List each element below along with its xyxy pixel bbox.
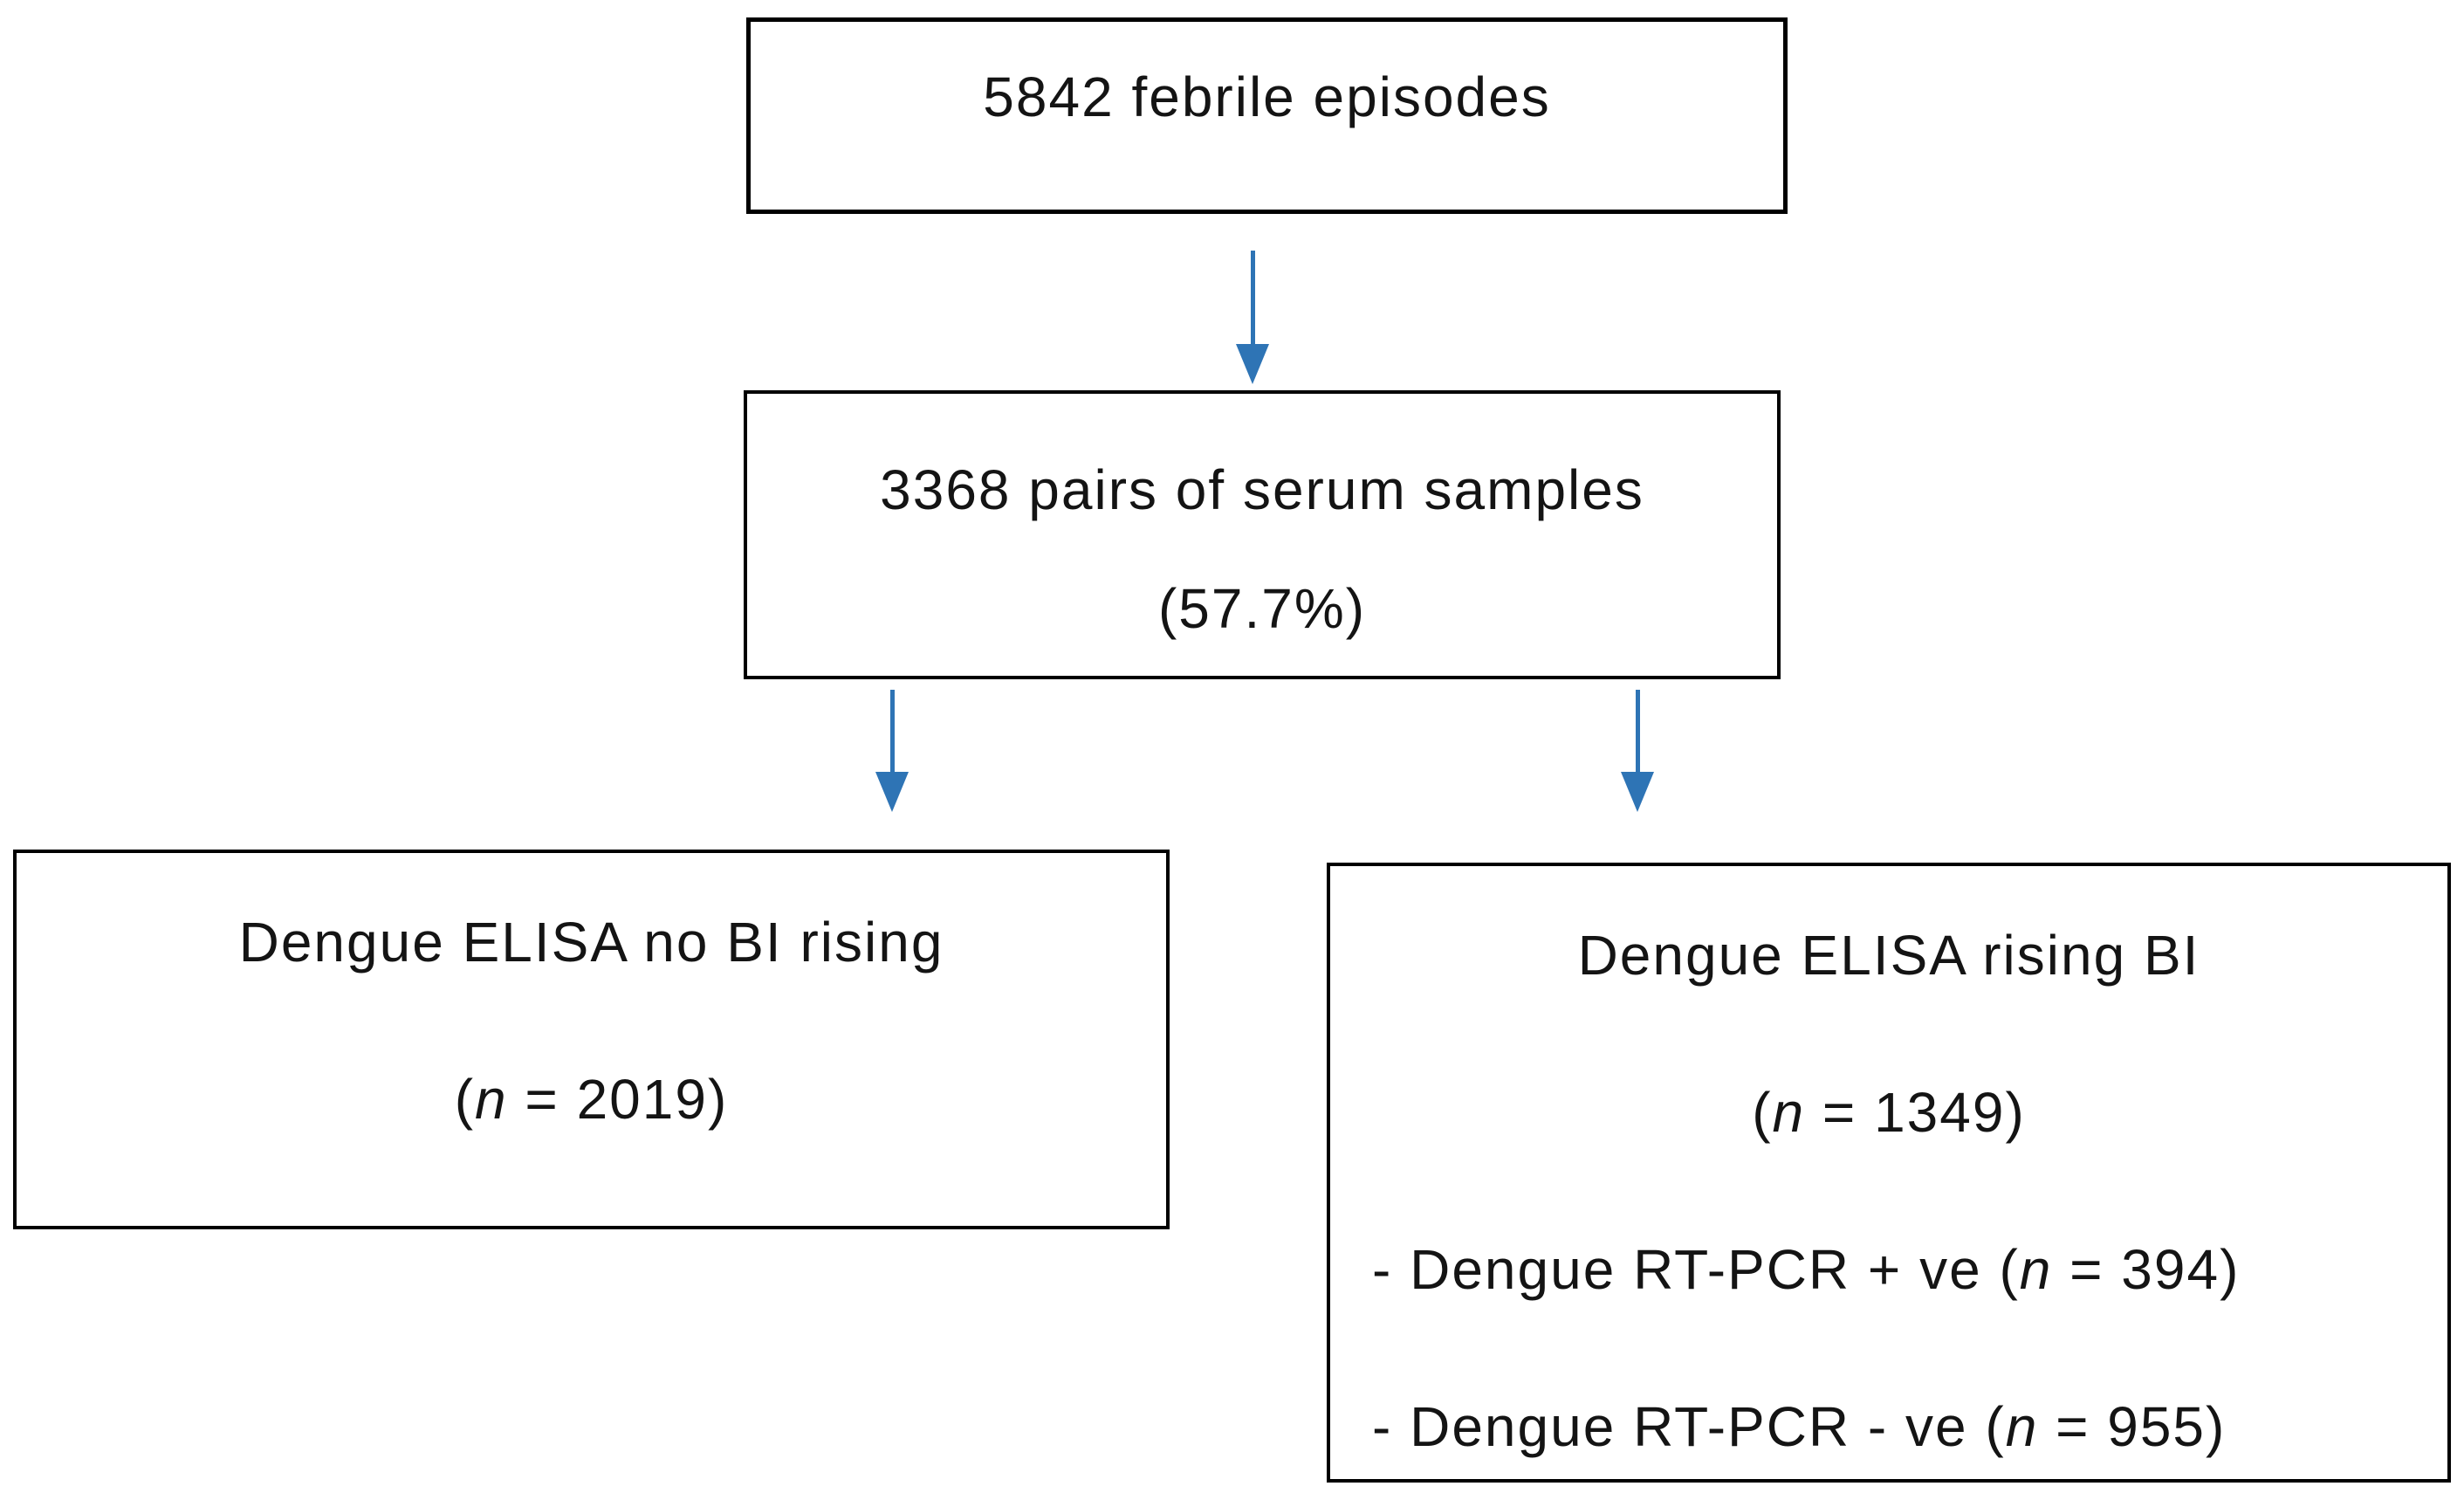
count-value: = 2019)	[507, 1068, 729, 1131]
node-febrile-episodes-label: 5842 febrile episodes	[983, 65, 1551, 128]
node-rtpcr-positive: - Dengue RT-PCR + ve (n = 394)	[1330, 1191, 2447, 1348]
count-n-variable: n	[2019, 1238, 2053, 1301]
arrow-down-icon	[1620, 690, 1655, 812]
count-open-paren: (	[454, 1068, 476, 1131]
arrow-stem	[1250, 251, 1255, 344]
arrow-stem	[1635, 690, 1640, 772]
rtpcr-negative-value: = 955)	[2038, 1395, 2227, 1458]
count-open-paren: (	[1752, 1081, 1773, 1144]
count-n-variable: n	[1772, 1081, 1806, 1144]
count-n-variable: n	[475, 1068, 508, 1131]
arrow-down-icon	[1235, 251, 1270, 384]
count-value: = 1349)	[1805, 1081, 2026, 1144]
rtpcr-positive-text: - Dengue RT-PCR + ve (	[1372, 1238, 2020, 1301]
node-elisa-no-bi-rising: Dengue ELISA no BI rising (n = 2019)	[13, 850, 1170, 1229]
node-serum-samples-label: 3368 pairs of serum samples	[880, 458, 1644, 521]
arrow-down-icon	[875, 690, 909, 812]
node-elisa-rising-bi-title: Dengue ELISA rising BI	[1577, 924, 2200, 987]
arrow-head	[1621, 772, 1654, 812]
node-elisa-rising-bi: Dengue ELISA rising BI (n = 1349) - Deng…	[1327, 863, 2451, 1483]
node-rtpcr-negative: - Dengue RT-PCR - ve (n = 955)	[1330, 1348, 2447, 1500]
node-elisa-rising-bi-count: (n = 1349)	[1330, 1034, 2447, 1191]
node-febrile-episodes: 5842 febrile episodes	[746, 17, 1788, 214]
node-serum-samples: 3368 pairs of serum samples (57.7%)	[744, 390, 1781, 679]
rtpcr-negative-text: - Dengue RT-PCR - ve (	[1372, 1395, 2006, 1458]
node-elisa-no-bi-rising-count: (n = 2019)	[17, 1021, 1166, 1178]
node-elisa-no-bi-rising-title: Dengue ELISA no BI rising	[238, 911, 944, 974]
arrow-head	[875, 772, 909, 812]
count-n-variable: n	[2005, 1395, 2039, 1458]
rtpcr-positive-value: = 394)	[2052, 1238, 2241, 1301]
arrow-stem	[889, 690, 895, 772]
arrow-head	[1236, 344, 1269, 384]
node-serum-samples-percent: (57.7%)	[1157, 577, 1367, 640]
